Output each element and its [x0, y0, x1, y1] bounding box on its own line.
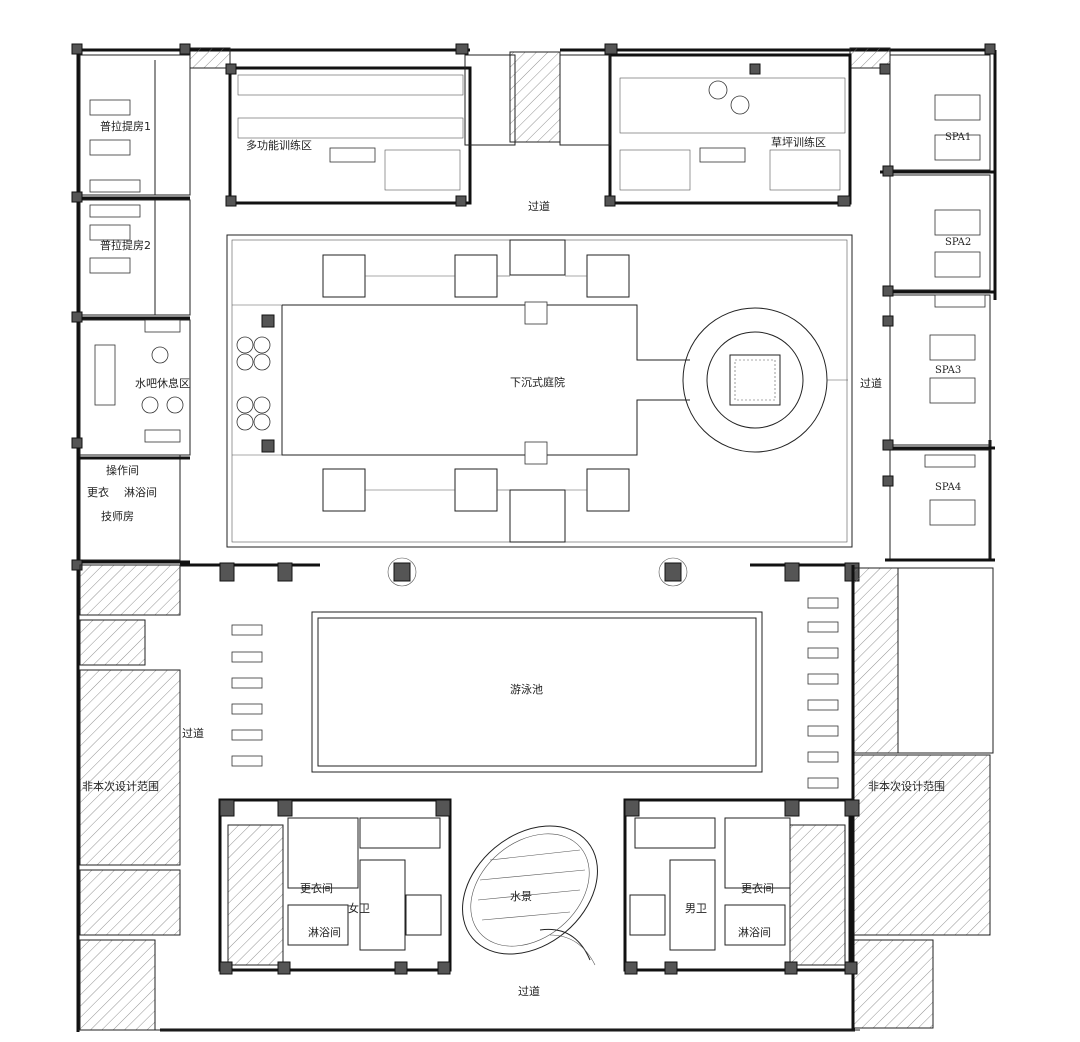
label-men-shower: 淋浴间 [738, 926, 771, 939]
label-sunken-court: 下沉式庭院 [510, 375, 565, 389]
sunken-courtyard [226, 234, 853, 548]
label-spa4: SPA4 [935, 482, 961, 493]
pool-hall [180, 557, 860, 789]
spa-rooms [880, 54, 995, 562]
label-women-shower: 淋浴间 [308, 926, 341, 939]
top-rooms [225, 43, 996, 207]
label-massage2: 普拉提房2 [100, 238, 151, 252]
label-multi-training: 多功能训练区 [246, 138, 312, 152]
top-hatch-left [189, 47, 231, 69]
label-operation: 操作间 [106, 463, 139, 477]
label-pool: 游泳池 [510, 682, 543, 696]
label-out-of-scope-right: 非本次设计范围 [868, 779, 945, 793]
label-spa1: SPA1 [945, 132, 971, 143]
water-feature [462, 825, 598, 966]
label-water-bar: 水吧休息区 [135, 376, 190, 390]
label-lawn-training: 草坪训练区 [771, 135, 826, 149]
label-women-changing: 更衣间 [300, 881, 333, 895]
label-out-of-scope-left: 非本次设计范围 [82, 779, 159, 793]
label-water-feature: 水景 [510, 890, 532, 903]
room-labels: 普拉提房1 普拉提房2 多功能训练区 草坪训练区 过道 过道 过道 过道 水吧休… [82, 119, 971, 998]
label-shower-small: 淋浴间 [124, 486, 157, 499]
label-corridor-top: 过道 [528, 199, 550, 213]
label-changing-small: 更衣 [87, 485, 109, 499]
label-corridor-right: 过道 [860, 376, 882, 390]
label-spa3: SPA3 [935, 365, 961, 376]
label-spa2: SPA2 [945, 237, 971, 248]
label-men-changing: 更衣间 [741, 881, 774, 895]
label-therapist: 技师房 [101, 510, 134, 523]
top-hatch-mid [509, 51, 561, 143]
label-corridor-bottom: 过道 [518, 984, 540, 998]
label-massage1: 普拉提房1 [100, 119, 151, 133]
label-men-wc: 男卫 [685, 902, 707, 915]
label-women-wc: 女卫 [348, 901, 370, 915]
left-rooms [71, 43, 191, 571]
out-of-scope-zones [79, 564, 994, 1031]
washroom-blocks [218, 798, 860, 975]
label-corridor-left: 过道 [182, 726, 204, 740]
